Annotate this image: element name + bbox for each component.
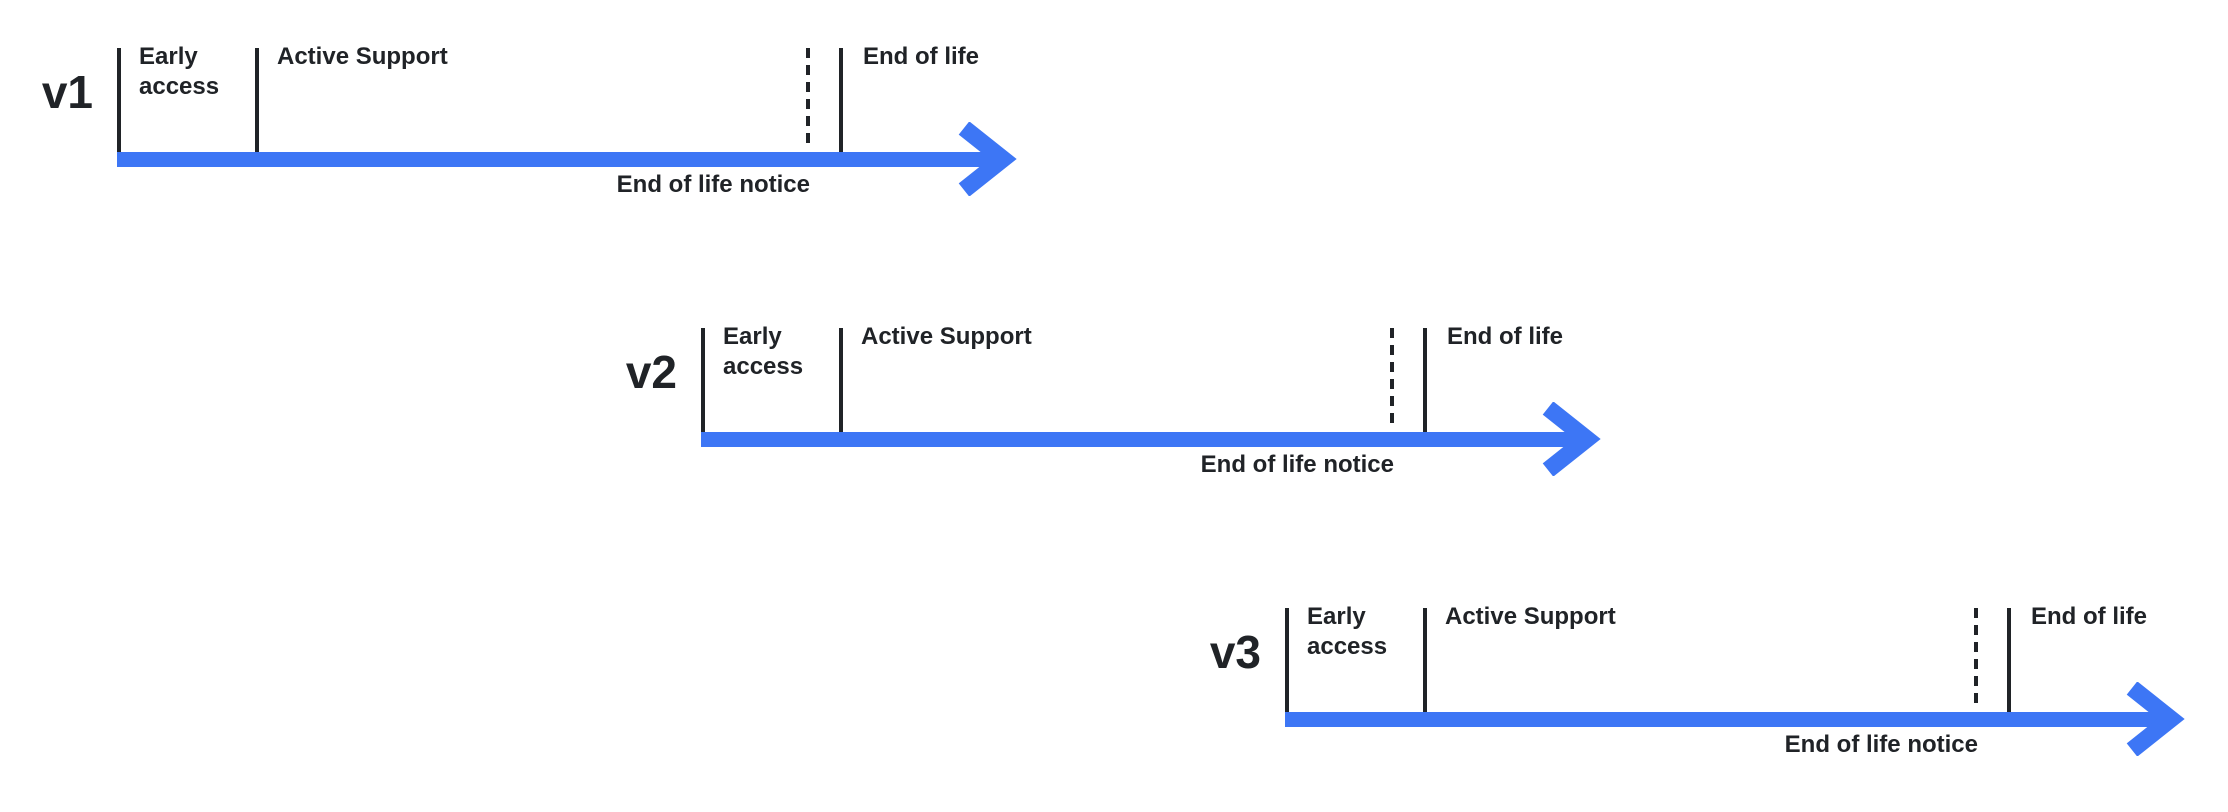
timeline-v1: v1 Early access Active Support End of li… xyxy=(42,43,1023,218)
end-of-life-notice-dashed-line xyxy=(806,48,810,149)
early-access-label: Early access xyxy=(139,43,220,100)
end-of-life-tick xyxy=(1423,328,1427,432)
version-label: v2 xyxy=(625,346,677,398)
end-of-life-tick xyxy=(839,48,843,152)
end-of-life-notice-label: End of life notice xyxy=(616,171,810,198)
arrow-right-icon xyxy=(957,122,1017,196)
end-of-life-notice-dashed-line xyxy=(1390,328,1394,429)
end-of-life-notice-dashed-line xyxy=(1974,608,1978,709)
timeline-v3: v3 Early access Active Support End of li… xyxy=(1210,603,2191,778)
active-support-label: Active Support xyxy=(861,323,1032,350)
active-support-label: Active Support xyxy=(277,43,448,70)
timeline-start-tick xyxy=(117,48,121,152)
timeline-arrow-bar xyxy=(1285,712,2171,727)
active-support-start-tick xyxy=(1423,608,1427,712)
end-of-life-label: End of life xyxy=(2031,603,2147,630)
early-access-label: Early access xyxy=(723,323,804,380)
timeline-arrow-bar xyxy=(701,432,1587,447)
end-of-life-tick xyxy=(2007,608,2011,712)
end-of-life-label: End of life xyxy=(1447,323,1563,350)
version-label: v1 xyxy=(41,66,93,118)
arrow-right-icon xyxy=(1541,402,1601,476)
active-support-start-tick xyxy=(839,328,843,432)
timeline-start-tick xyxy=(701,328,705,432)
early-access-label: Early access xyxy=(1307,603,1388,660)
end-of-life-notice-label: End of life notice xyxy=(1200,451,1394,478)
active-support-start-tick xyxy=(255,48,259,152)
arrow-right-icon xyxy=(2125,682,2185,756)
version-label: v3 xyxy=(1209,626,1261,678)
timeline-arrow-bar xyxy=(117,152,1003,167)
timeline-v2: v2 Early access Active Support End of li… xyxy=(626,323,1607,498)
timeline-start-tick xyxy=(1285,608,1289,712)
end-of-life-label: End of life xyxy=(863,43,979,70)
active-support-label: Active Support xyxy=(1445,603,1616,630)
end-of-life-notice-label: End of life notice xyxy=(1784,731,1978,758)
